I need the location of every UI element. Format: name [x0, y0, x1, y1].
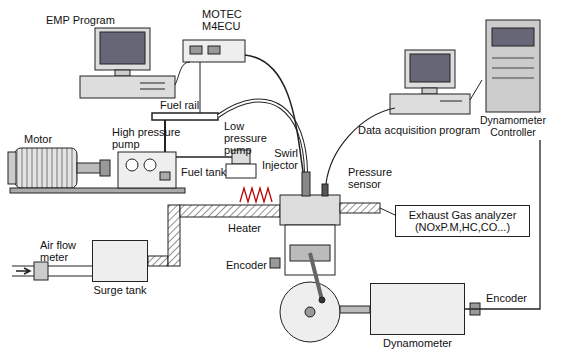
part-label: Fuel tank: [181, 166, 226, 178]
box-outline: [92, 240, 148, 282]
node-text: Dynamometer Controller: [480, 114, 546, 138]
part-label: Swirl Injector: [252, 147, 298, 171]
part-label: Heater: [228, 222, 261, 234]
part-label: Air flow meter: [40, 239, 88, 263]
part-label: Motor: [24, 133, 52, 145]
box-outline: [370, 283, 465, 335]
cabinet-outline: [480, 18, 546, 114]
part-label: MOTEC M4ECU: [202, 8, 244, 32]
node-text: Surge tank: [93, 284, 146, 296]
node-text: Exhaust Gas analyzer (NOxP.M,HC,CO...): [400, 209, 525, 233]
labelled-box: Surge tank: [92, 240, 148, 297]
part-label: Pressure sensor: [348, 166, 400, 190]
part-label: Data acquisition program: [358, 124, 480, 136]
labelled-box: Dynamometer: [370, 283, 465, 350]
part-label: EMP Program: [46, 14, 115, 26]
part-label: Encoder: [486, 292, 527, 304]
controller-cabinet: Dynamometer Controller: [480, 18, 546, 140]
analyzer-box: Exhaust Gas analyzer (NOxP.M,HC,CO...): [395, 205, 530, 237]
part-label: High pressure pump: [112, 126, 187, 150]
part-label: Encoder: [226, 259, 267, 271]
node-text: Dynamometer: [383, 337, 452, 349]
part-label: Fuel rail: [160, 99, 199, 111]
